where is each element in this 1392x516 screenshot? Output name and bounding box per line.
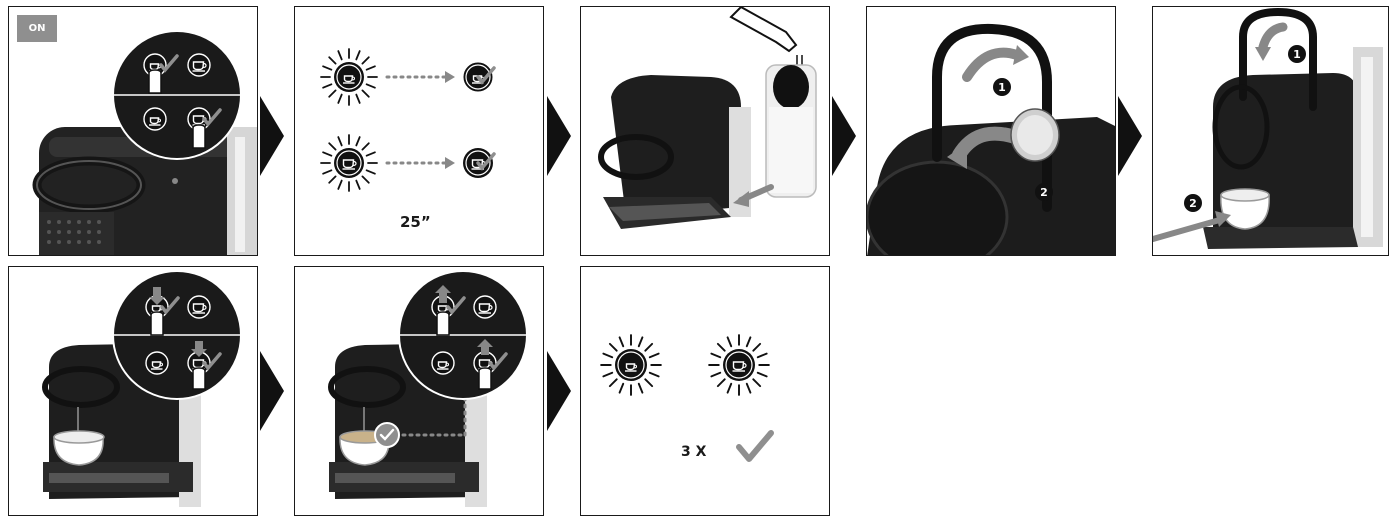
next-arrow-icon (547, 96, 571, 176)
step-4-panel: 1 2 (866, 6, 1116, 256)
next-arrow-icon (547, 351, 571, 431)
step-number-2: 2 (1040, 186, 1048, 199)
close-lever-place-cup-illustration: 1 2 (1153, 7, 1389, 256)
machine-power-illustration (9, 7, 258, 256)
heat-duration-label: 25” (400, 213, 431, 231)
step-7-panel (294, 266, 544, 516)
repeat-count-label: 3 X (681, 444, 706, 460)
fill-water-tank-illustration (581, 7, 830, 256)
confirm-blink-illustration (581, 267, 830, 516)
next-arrow-icon (260, 351, 284, 431)
insert-capsule-illustration: 1 2 (867, 7, 1116, 256)
step-number-1: 1 (1293, 48, 1301, 61)
next-arrow-icon (1118, 96, 1142, 176)
step-2-panel: 25” (294, 6, 544, 256)
step-5-panel: 1 2 (1152, 6, 1389, 256)
step-number-1: 1 (998, 81, 1006, 94)
step-8-panel: 3 X (580, 266, 830, 516)
button-zoom-inset (399, 271, 527, 399)
step-number-2: 2 (1189, 197, 1197, 210)
stop-at-desired-volume-illustration (295, 267, 544, 516)
step-3-panel (580, 6, 830, 256)
check-icon (739, 433, 771, 459)
step-1-panel: ON (8, 6, 258, 256)
button-zoom-inset (113, 271, 241, 399)
next-arrow-icon (832, 96, 856, 176)
on-badge: ON (17, 15, 57, 42)
step-6-panel (8, 266, 258, 516)
program-volume-illustration (9, 267, 258, 516)
button-zoom-inset (113, 31, 241, 159)
next-arrow-icon (260, 96, 284, 176)
